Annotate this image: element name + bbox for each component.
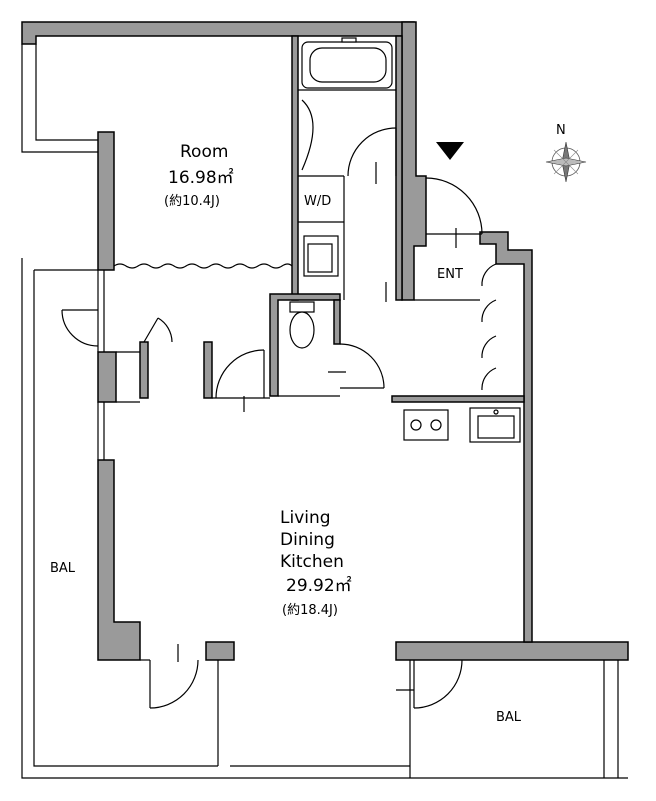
ldk-jo: (約18.4J) bbox=[282, 603, 338, 618]
entrance-arrow-icon bbox=[436, 142, 464, 160]
room-name: Room bbox=[180, 142, 228, 162]
stove bbox=[403, 409, 449, 441]
balcony-bottom-label: BAL bbox=[496, 710, 522, 725]
room-area: 16.98㎡ bbox=[168, 168, 234, 188]
compass-north-label: N bbox=[556, 123, 566, 138]
walls bbox=[21, 21, 629, 661]
ldk-line2: Dining bbox=[280, 530, 335, 550]
window-lines bbox=[21, 44, 628, 779]
kitchen-sink bbox=[469, 407, 521, 443]
wash-basin bbox=[301, 99, 314, 171]
ldk-line1: Living bbox=[280, 508, 331, 528]
fixtures bbox=[289, 37, 521, 443]
bathtub bbox=[301, 37, 393, 89]
ent-label: ENT bbox=[437, 267, 463, 282]
toilet bbox=[289, 301, 315, 349]
tick-marks bbox=[177, 162, 457, 691]
balcony-left-label: BAL bbox=[50, 561, 76, 576]
labels: Room 16.98㎡ (約10.4J) W/D ENT Living Dini… bbox=[50, 142, 522, 725]
wd-label: W/D bbox=[304, 194, 331, 209]
ldk-area: 29.92㎡ bbox=[286, 576, 352, 596]
ldk-line3: Kitchen bbox=[280, 552, 344, 572]
room-jo: (約10.4J) bbox=[164, 194, 220, 209]
doors bbox=[61, 127, 497, 709]
compass-icon bbox=[545, 141, 587, 183]
